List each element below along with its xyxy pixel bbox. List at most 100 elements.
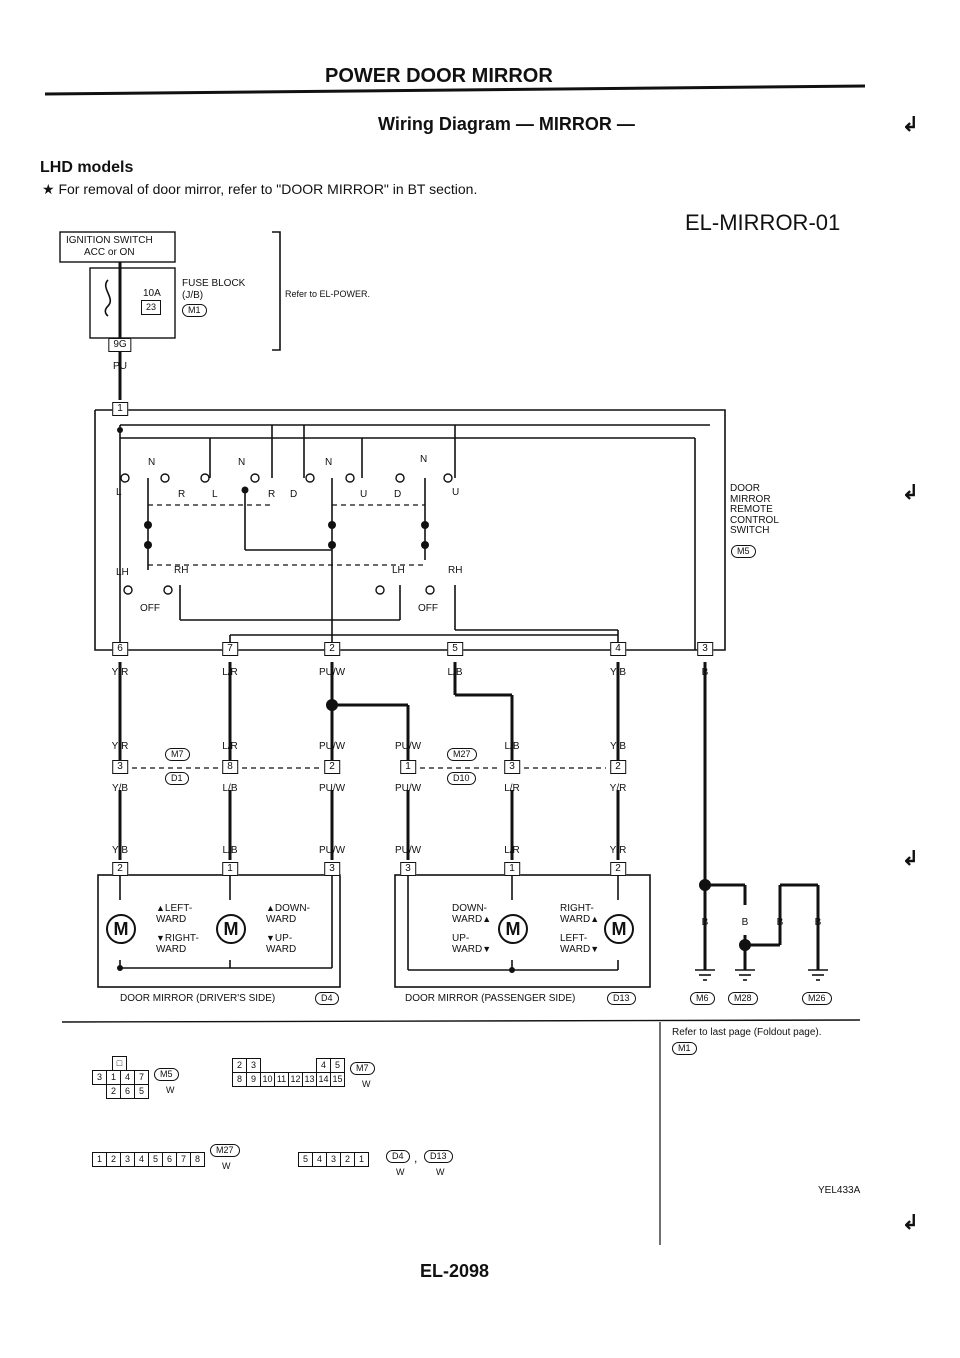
m7-view-cell: 12 [288, 1072, 303, 1087]
m27-view-cell: 8 [190, 1152, 205, 1167]
switch-u-label-2: U [452, 487, 460, 498]
junction-m7-badge: M7 [165, 748, 190, 761]
driver-leftward-text: LEFT- WARD [156, 903, 193, 925]
switch-wire-7: L/R [222, 667, 238, 678]
m7-view-cell: 4 [316, 1058, 331, 1073]
fuse-icon [104, 279, 112, 317]
passenger-mirror-pin-3: 2 [610, 862, 626, 876]
m27-view-cell: 2 [106, 1152, 121, 1167]
m7-view-cell: 8 [232, 1072, 247, 1087]
passenger-mirror-wire-3: Y/R [609, 845, 627, 856]
removal-note-text: For removal of door mirror, refer to "DO… [58, 181, 478, 197]
driver-mirror-pin-2: 1 [222, 862, 238, 876]
d4-d13-separator: , [414, 1151, 418, 1165]
wire-pu-label: PU [113, 361, 127, 372]
m27-view-cell: 6 [162, 1152, 177, 1167]
arrow-up-icon: ▲ [266, 903, 275, 913]
binder-corner-icon: ↲ [902, 1212, 919, 1234]
m5-view-cell: 4 [120, 1070, 135, 1085]
m5-view-badge: M5 [154, 1068, 179, 1081]
refer-power-note: Refer to EL-POWER. [285, 289, 371, 299]
ground-icon [695, 969, 715, 981]
switch-n-label-3: N [325, 457, 333, 468]
fuse-block-label: FUSE BLOCK [182, 278, 246, 289]
switch-u-label-1: U [360, 489, 368, 500]
m5-view-cell: 2 [106, 1084, 121, 1099]
section-title: LHD models [40, 159, 134, 176]
switch-pin-6: 6 [112, 642, 128, 656]
switch-pin-3: 3 [697, 642, 713, 656]
ignition-mode-label: ACC or ON [84, 247, 135, 258]
switch-wire-3: B [701, 667, 709, 678]
junction-right-pin-2: 3 [504, 760, 520, 774]
switch-pin-1: 1 [112, 402, 128, 416]
switch-r-label-1: R [178, 489, 186, 500]
m27-view-cell: 3 [120, 1152, 135, 1167]
junction-m27-badge: M27 [447, 748, 477, 761]
m5-view-cell: 7 [134, 1070, 149, 1085]
m27-view-badge: M27 [210, 1144, 240, 1157]
ground-icon [735, 969, 755, 981]
passenger-rightward-text: RIGHT- WARD [560, 903, 594, 925]
binder-corner-icon: ↲ [902, 848, 919, 870]
driver-downward-text: DOWN- WARD [266, 903, 310, 925]
driver-leftward-label: ▲LEFT- WARD [156, 903, 193, 925]
arrow-down-icon: ▼ [156, 933, 165, 943]
m7-view-cell: 10 [260, 1072, 275, 1087]
driver-downward-label: ▲DOWN- WARD [266, 903, 310, 925]
passenger-downward-label: DOWN- WARD▲ [452, 903, 491, 925]
diagram-subtitle: Wiring Diagram — MIRROR — [378, 114, 635, 134]
driver-upward-label: ▼UP- WARD [266, 933, 297, 955]
switch-n-label-1: N [148, 457, 156, 468]
arrow-down-icon: ▼ [590, 943, 600, 954]
arrow-up-icon: ▲ [590, 913, 600, 924]
junction-left-pin-1: 3 [112, 760, 128, 774]
driver-rightward-text: RIGHT- WARD [156, 933, 199, 955]
junction-left-wire-top-2: L/R [222, 741, 238, 752]
passenger-leftward-text: LEFT- WARD [560, 933, 591, 955]
fuse-amps: 10A [143, 288, 161, 299]
page-header: POWER DOOR MIRROR [325, 65, 553, 87]
ground-m26-badge: M26 [802, 992, 832, 1005]
junction-d10-badge: D10 [447, 772, 476, 785]
passenger-leftward-label: LEFT- WARD▼ [560, 933, 600, 955]
d4-view-cell: 1 [354, 1152, 369, 1167]
driver-lr-motor-icon: M [106, 914, 136, 944]
m7-view-cell: 15 [330, 1072, 345, 1087]
driver-upward-text: UP- WARD [266, 933, 297, 955]
ground-wire-label-4: B [814, 917, 822, 928]
page-number: EL-2098 [420, 1261, 490, 1281]
foldout-connector-badge: M1 [672, 1042, 697, 1055]
diagram-code: EL-MIRROR-01 [685, 210, 841, 235]
m7-view-cell: 5 [330, 1058, 345, 1073]
binder-corner-icon: ↲ [902, 482, 919, 504]
driver-mirror-pin-1: 2 [112, 862, 128, 876]
ground-wire-label-2: B [741, 917, 749, 928]
junction-right-pin-3: 2 [610, 760, 626, 774]
driver-mirror-name: DOOR MIRROR (DRIVER'S SIDE) [120, 993, 276, 1004]
switch-wire-6: Y/R [111, 667, 129, 678]
m7-view-cell: 3 [246, 1058, 261, 1073]
passenger-mirror-wire-2: L/R [504, 845, 520, 856]
junction-right-wire-bottom-3: Y/R [609, 783, 627, 794]
junction-right-wire-top-1: PU/W [394, 741, 422, 752]
switch-wire-5: L/B [447, 667, 463, 678]
passenger-mirror-wire-1: PU/W [394, 845, 422, 856]
d4-view-badge: D4 [386, 1150, 410, 1163]
junction-right-wire-bottom-1: PU/W [394, 783, 422, 794]
driver-mirror-connector-badge: D4 [315, 992, 339, 1005]
junction-right-wire-top-3: Y/B [609, 741, 627, 752]
d4-view-cell: 3 [326, 1152, 341, 1167]
arrow-up-icon: ▲ [156, 903, 165, 913]
switch-wire-4: Y/B [609, 667, 627, 678]
m5-view-cell: 1 [106, 1070, 121, 1085]
driver-mirror-pin-3: 3 [324, 862, 340, 876]
m7-view-cell: 2 [232, 1058, 247, 1073]
m27-view-cell: 5 [148, 1152, 163, 1167]
switch-lh-label-1: LH [116, 567, 129, 578]
passenger-upward-text: UP- WARD [452, 933, 483, 955]
d4-view-cell: 2 [340, 1152, 355, 1167]
driver-mirror-wire-2: L/B [222, 845, 238, 856]
switch-off-label-1: OFF [140, 603, 160, 614]
switch-pin-7: 7 [222, 642, 238, 656]
